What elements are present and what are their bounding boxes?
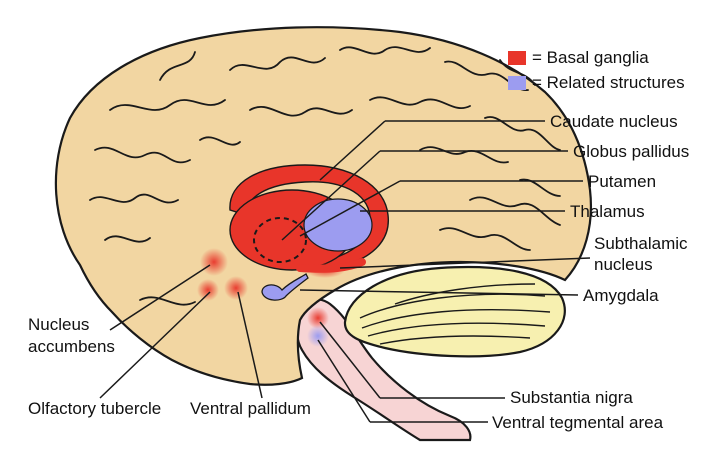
label-thalamus: Thalamus bbox=[570, 202, 645, 221]
label-amygdala: Amygdala bbox=[583, 286, 659, 305]
legend: = Basal ganglia = Related structures bbox=[508, 48, 685, 92]
legend-label-related-structures: = Related structures bbox=[532, 73, 685, 92]
olfactory-tubercle-glow bbox=[197, 279, 219, 301]
label-olfactory-tubercle: Olfactory tubercle bbox=[28, 399, 161, 418]
label-ventral-tegmental-area: Ventral tegmental area bbox=[492, 413, 664, 432]
ventral-pallidum-glow bbox=[224, 276, 248, 300]
label-substantia-nigra: Substantia nigra bbox=[510, 388, 633, 407]
legend-swatch-related-structures bbox=[508, 76, 526, 90]
label-caudate-nucleus: Caudate nucleus bbox=[550, 112, 678, 131]
legend-swatch-basal-ganglia bbox=[508, 51, 526, 65]
label-subthalamic-nucleus: nucleus bbox=[594, 255, 653, 274]
legend-label-basal-ganglia: = Basal ganglia bbox=[532, 48, 649, 67]
thalamus-shape bbox=[304, 199, 372, 251]
label-nucleus: Nucleus bbox=[28, 315, 89, 334]
label-subthalamic: Subthalamic bbox=[594, 234, 688, 253]
label-accumbens: accumbens bbox=[28, 337, 115, 356]
nucleus-accumbens-glow bbox=[200, 248, 228, 276]
label-globus-pallidus: Globus pallidus bbox=[573, 142, 689, 161]
label-putamen: Putamen bbox=[588, 172, 656, 191]
label-ventral-pallidum: Ventral pallidum bbox=[190, 399, 311, 418]
subthalamic-nucleus bbox=[305, 262, 345, 278]
